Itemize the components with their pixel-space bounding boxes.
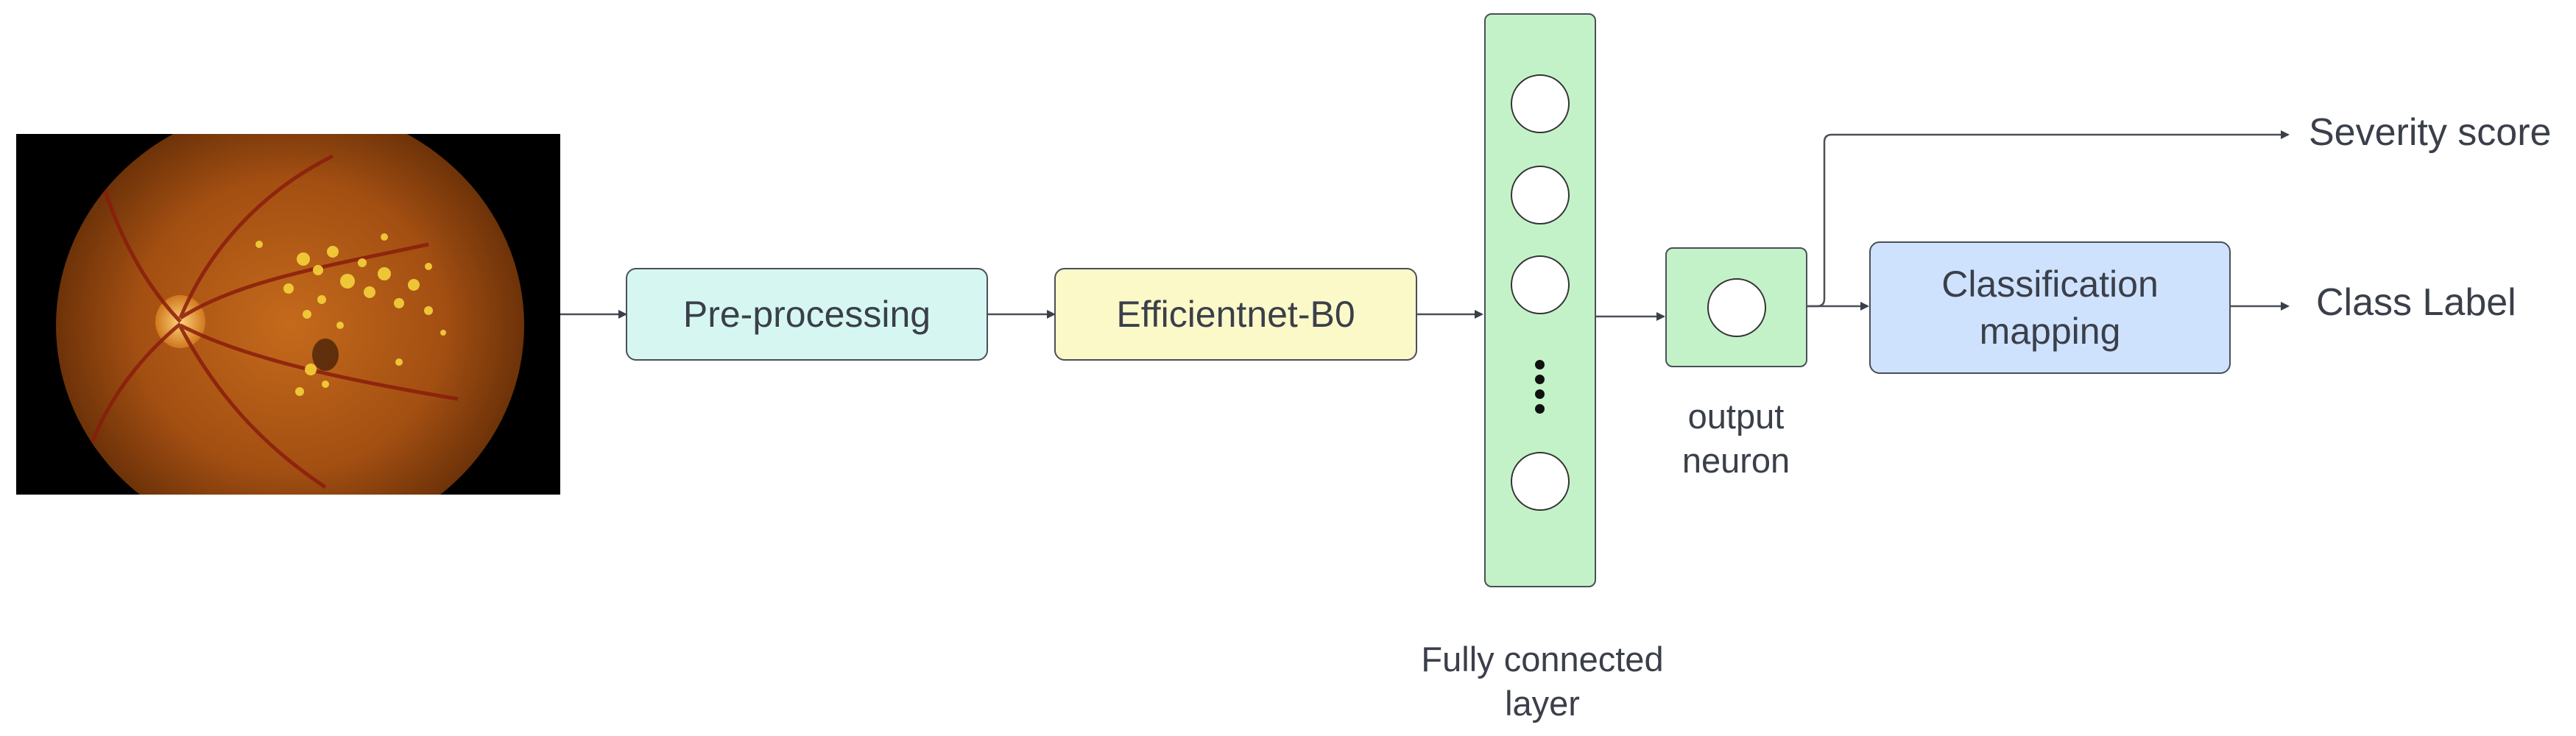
backbone-box: Efficientnet-B0 (1054, 268, 1417, 361)
preprocessing-label: Pre-processing (682, 294, 931, 335)
backbone-label: Efficientnet-B0 (1116, 294, 1355, 335)
fully-connected-caption: Fully connected layer (1421, 640, 1664, 723)
fc-neuron (1511, 74, 1570, 133)
class-label-label: Class Label (2316, 281, 2516, 324)
ellipsis-dot (1535, 375, 1545, 384)
ellipsis-dot (1535, 389, 1545, 399)
ellipsis-dot (1535, 360, 1545, 369)
fc-neuron (1511, 452, 1570, 511)
preprocessing-box: Pre-processing (626, 268, 988, 361)
fundus-image (16, 134, 560, 495)
severity-score-label: Severity score (2309, 111, 2552, 154)
output-neuron-box (1665, 247, 1807, 367)
classification-label: Classification mapping (1941, 263, 2159, 352)
fc-neuron (1511, 255, 1570, 314)
arrow-output-to-severity (1807, 130, 2290, 308)
ellipsis-dot (1535, 404, 1545, 414)
output-neuron-caption: output neuron (1682, 397, 1790, 480)
fc-neuron (1511, 166, 1570, 224)
classification-box: Classification mapping (1869, 241, 2231, 374)
output-neuron (1707, 277, 1766, 337)
